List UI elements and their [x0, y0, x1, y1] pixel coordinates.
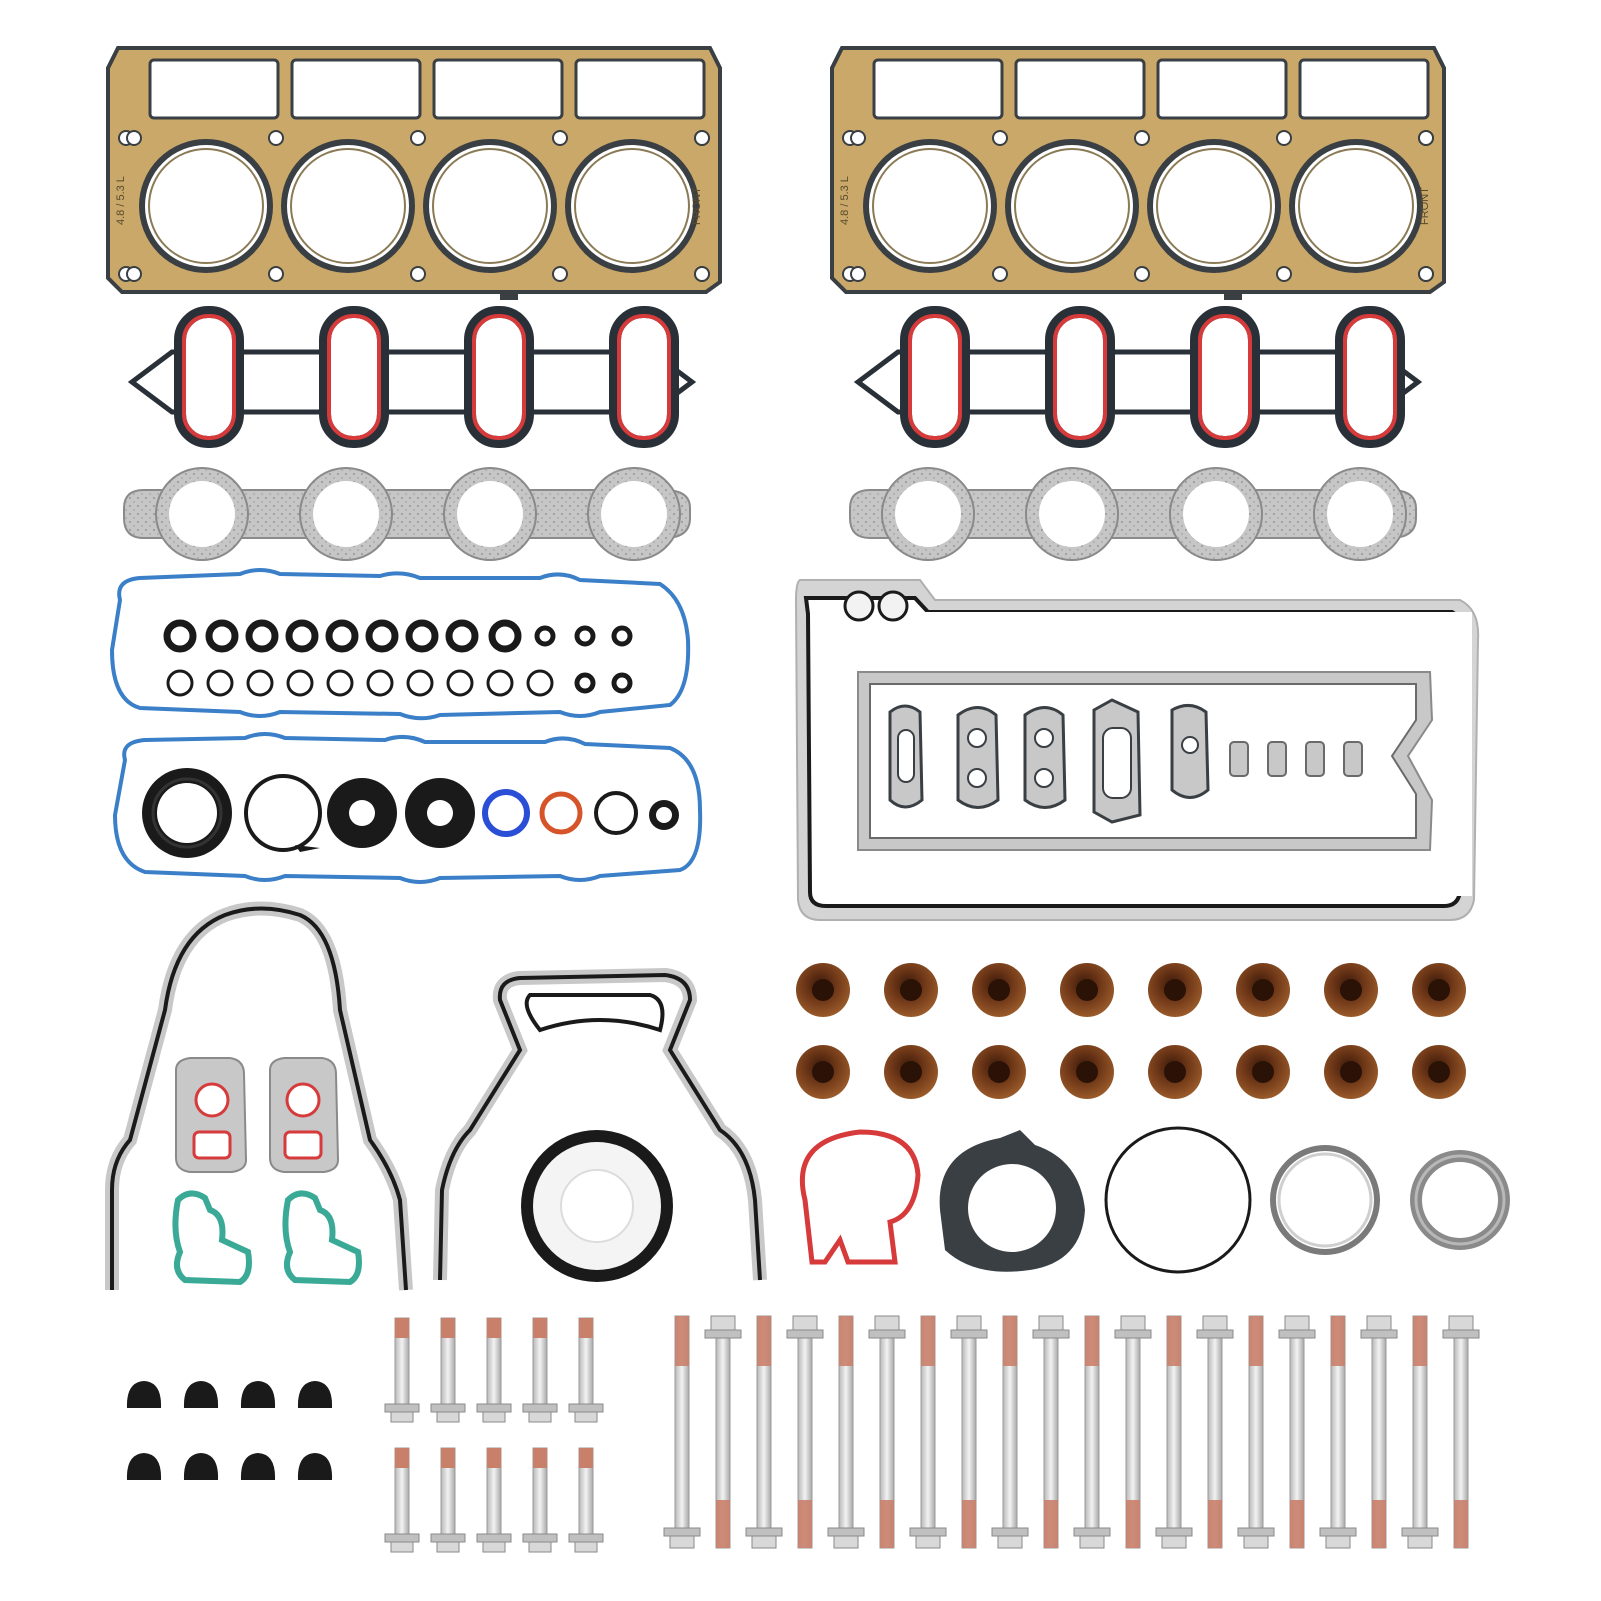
o-ring-thin — [406, 669, 434, 697]
head-bolt — [868, 1315, 906, 1549]
stamp-right-1: FRONT — [691, 187, 703, 225]
valve-stem-seal — [1148, 963, 1202, 1017]
valve-stem-seal — [796, 1045, 850, 1099]
short-bolt — [568, 1447, 604, 1553]
head-bolt — [745, 1315, 783, 1549]
valve-stem-seal — [1324, 963, 1378, 1017]
oil-pan-gasket — [794, 579, 1480, 921]
head-bolt — [1237, 1315, 1275, 1549]
o-ring — [445, 619, 479, 653]
o-ring-thin — [166, 669, 194, 697]
head-bolt — [909, 1315, 947, 1549]
cylinder-head-gasket — [830, 46, 1446, 300]
head-bolt — [704, 1315, 742, 1549]
rubber-grommet — [183, 1381, 219, 1408]
short-bolt — [430, 1317, 466, 1423]
head-bolt — [950, 1315, 988, 1549]
head-bolt — [1278, 1315, 1316, 1549]
intake-manifold-gasket — [853, 306, 1423, 448]
valve-stem-seal — [884, 1045, 938, 1099]
o-ring — [205, 619, 239, 653]
head-bolt — [1114, 1315, 1152, 1549]
o-ring-thin — [446, 669, 474, 697]
short-bolt — [568, 1317, 604, 1423]
head-bolt — [1442, 1315, 1480, 1549]
rubber-grommet — [297, 1453, 333, 1480]
head-bolt — [663, 1315, 701, 1549]
o-ring-small — [611, 625, 633, 647]
head-bolt — [1319, 1315, 1357, 1549]
o-ring — [325, 619, 359, 653]
valve-stem-seal — [1060, 1045, 1114, 1099]
valve-cover-gasket-seals — [112, 732, 703, 884]
o-ring — [405, 619, 439, 653]
rubber-grommet — [126, 1453, 162, 1480]
valve-stem-seal — [1236, 963, 1290, 1017]
valve-stem-seal — [1324, 1045, 1378, 1099]
o-ring-thin — [286, 669, 314, 697]
stamp-left-2: 4.8 / 5.3 L — [839, 176, 851, 225]
o-ring-thin — [486, 669, 514, 697]
o-ring-thin — [326, 669, 354, 697]
valve-stem-seal — [972, 1045, 1026, 1099]
o-ring — [285, 619, 319, 653]
head-bolt — [827, 1315, 865, 1549]
head-bolt — [1155, 1315, 1193, 1549]
valve-stem-seal — [1060, 963, 1114, 1017]
o-ring-small — [574, 672, 596, 694]
o-ring — [488, 619, 522, 653]
rubber-grommet — [183, 1453, 219, 1480]
short-bolt — [522, 1317, 558, 1423]
short-bolt — [384, 1447, 420, 1553]
o-ring-thin — [206, 669, 234, 697]
valve-cover-gasket-orings — [109, 568, 691, 721]
short-bolt — [476, 1447, 512, 1553]
o-ring-thin — [366, 669, 394, 697]
front-cover-gasket — [105, 901, 413, 1291]
o-ring — [163, 619, 197, 653]
o-ring — [245, 619, 279, 653]
rubber-grommet — [297, 1381, 333, 1408]
cylinder-head-gasket — [106, 46, 722, 300]
o-ring-thin — [246, 669, 274, 697]
valve-stem-seal — [1148, 1045, 1202, 1099]
short-bolt — [476, 1317, 512, 1423]
head-bolt — [1032, 1315, 1070, 1549]
exhaust-manifold-gasket — [123, 467, 691, 561]
head-bolt — [1401, 1315, 1439, 1549]
o-ring-small — [574, 625, 596, 647]
head-bolt — [991, 1315, 1029, 1549]
head-bolt — [1196, 1315, 1234, 1549]
head-bolt — [1073, 1315, 1111, 1549]
o-ring-thin — [526, 669, 554, 697]
valve-stem-seal — [1412, 1045, 1466, 1099]
misc-gaskets — [799, 1126, 1510, 1274]
intake-manifold-gasket — [127, 306, 697, 448]
stamp-right-2: FRONT — [1419, 187, 1431, 225]
head-bolt — [1360, 1315, 1398, 1549]
rubber-grommet — [240, 1381, 276, 1408]
o-ring-small — [611, 672, 633, 694]
head-gasket-stamps: 4.8 / 5.3 L FRONT 4.8 / 5.3 L FRONT — [115, 176, 1431, 225]
rubber-grommet — [126, 1381, 162, 1408]
o-ring-small — [534, 625, 556, 647]
short-bolt — [430, 1447, 466, 1553]
valve-stem-seal — [972, 963, 1026, 1017]
valve-stem-seal — [1236, 1045, 1290, 1099]
exhaust-manifold-gasket — [849, 467, 1417, 561]
valve-stem-seal — [1412, 963, 1466, 1017]
valve-stem-seal — [884, 963, 938, 1017]
head-bolt — [786, 1315, 824, 1549]
short-bolt — [522, 1447, 558, 1553]
rubber-grommet — [240, 1453, 276, 1480]
o-ring — [365, 619, 399, 653]
rear-cover-gasket — [433, 967, 767, 1282]
short-bolt — [384, 1317, 420, 1423]
valve-stem-seal — [796, 963, 850, 1017]
stamp-left-1: 4.8 / 5.3 L — [115, 176, 127, 225]
